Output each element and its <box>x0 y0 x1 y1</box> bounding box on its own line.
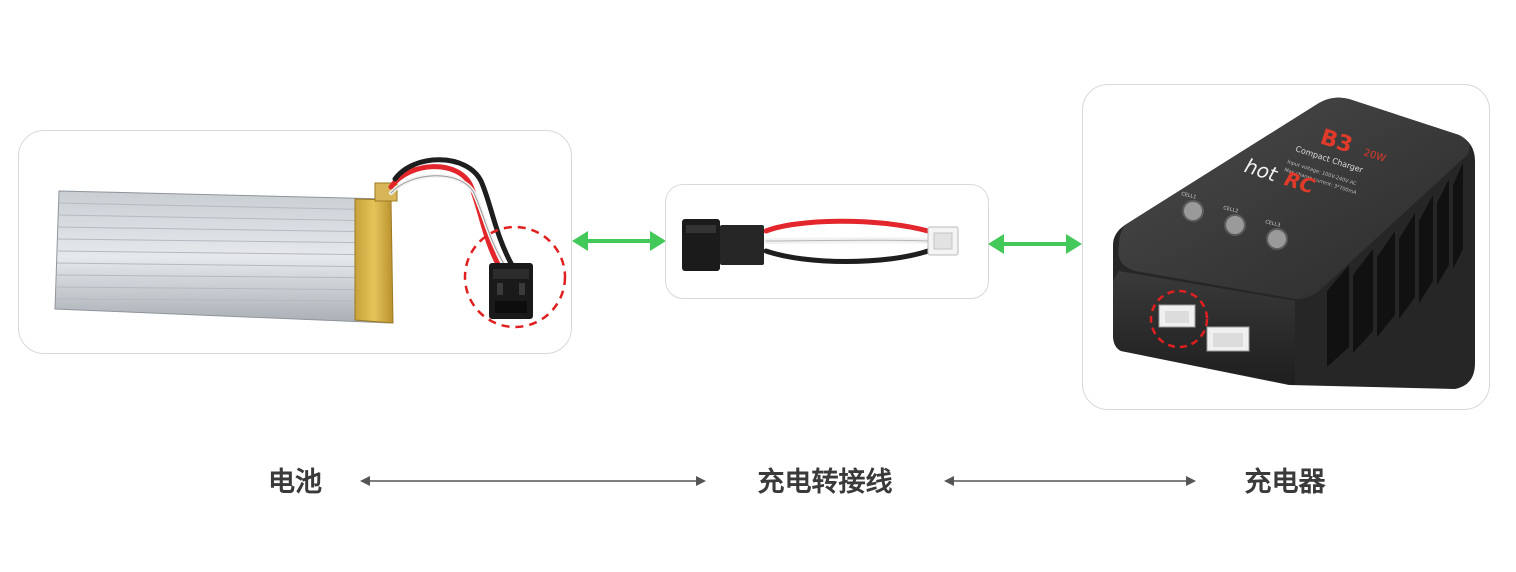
charger-cell3-label: CELL3 <box>1265 219 1281 229</box>
charger-illustration: B3 20W Compact Charger Input voltage: 10… <box>1113 97 1475 390</box>
charger-cell1-label: CELL1 <box>1181 191 1197 201</box>
battery-body <box>54 182 398 324</box>
charger-leds <box>1182 200 1288 250</box>
adapter-cable-card <box>665 184 989 299</box>
label-battery: 电池 <box>268 467 322 498</box>
battery-card <box>18 130 572 354</box>
battery-connector-highlight <box>463 225 567 329</box>
battery-wires <box>388 157 516 270</box>
charger-port-highlight <box>1149 289 1209 349</box>
charger-body <box>1113 97 1475 390</box>
double-arrow-battery-cable <box>572 231 666 251</box>
battery-illustration <box>54 157 567 329</box>
adapter-cable-illustration <box>682 218 959 271</box>
double-arrow-cable-charger <box>988 234 1082 254</box>
thin-arrow-battery-cable <box>360 476 706 486</box>
label-adapter-cable: 充电转接线 <box>757 467 893 498</box>
battery-connector <box>489 263 533 319</box>
cable-right-connector <box>927 226 959 256</box>
charger-ports <box>1158 304 1250 352</box>
charger-cell2-label: CELL2 <box>1223 205 1239 215</box>
thin-arrow-cable-charger <box>944 476 1196 486</box>
label-charger: 充电器 <box>1244 467 1326 498</box>
charger-card: B3 20W Compact Charger Input voltage: 10… <box>1082 84 1490 410</box>
cable-left-connector <box>682 219 764 271</box>
